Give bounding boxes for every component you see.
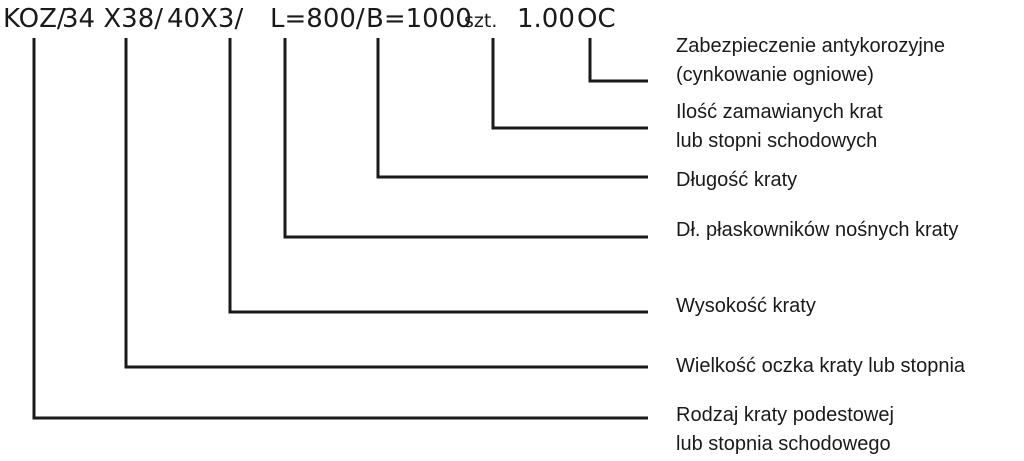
leader-line-height bbox=[228, 38, 648, 314]
description-length: Długość kraty bbox=[676, 166, 797, 195]
leader-line-length bbox=[376, 38, 648, 179]
description-line: Wielkość oczka kraty lub stopnia bbox=[676, 355, 966, 377]
code-segment-mesh: 34 X38/ bbox=[62, 4, 163, 34]
code-segment-height: 40X3/ bbox=[167, 4, 243, 34]
code-segment-flat: L=800/ bbox=[270, 4, 365, 34]
description-line: (cynkowanie ogniowe) bbox=[676, 64, 874, 86]
description-flat: Dł. płaskowników nośnych kraty bbox=[676, 216, 958, 245]
leader-line-mesh bbox=[124, 38, 648, 369]
description-line: Dł. płaskowników nośnych kraty bbox=[676, 219, 959, 241]
description-line: Długość kraty bbox=[676, 169, 798, 191]
leader-line-qty bbox=[491, 38, 648, 130]
description-coating: Zabezpieczenie antykorozyjne (cynkowanie… bbox=[676, 32, 945, 90]
description-qty: Ilość zamawianych krat lub stopni schodo… bbox=[676, 98, 883, 156]
description-type: Rodzaj kraty podestowej lub stopnia scho… bbox=[676, 401, 894, 459]
description-line: lub stopni schodowych bbox=[676, 130, 878, 152]
description-height: Wysokość kraty bbox=[676, 292, 816, 321]
leader-line-coating bbox=[588, 38, 648, 83]
leader-line-flat bbox=[283, 38, 648, 239]
description-mesh: Wielkość oczka kraty lub stopnia bbox=[676, 352, 965, 381]
description-line: Wysokość kraty bbox=[676, 295, 816, 317]
description-line: Rodzaj kraty podestowej bbox=[676, 404, 894, 426]
code-segment-qty: 1.00 bbox=[517, 4, 575, 34]
description-line: lub stopnia schodowego bbox=[676, 433, 891, 455]
code-segment-length: B=1000 bbox=[366, 4, 472, 34]
leader-line-type bbox=[32, 38, 648, 420]
code-segment-type: KOZ/ bbox=[3, 4, 66, 34]
description-line: Ilość zamawianych krat bbox=[676, 101, 883, 123]
description-line: Zabezpieczenie antykorozyjne bbox=[676, 35, 946, 57]
code-segment-qty-unit: szt. bbox=[464, 10, 497, 32]
code-segment-coating: OC bbox=[577, 4, 616, 34]
